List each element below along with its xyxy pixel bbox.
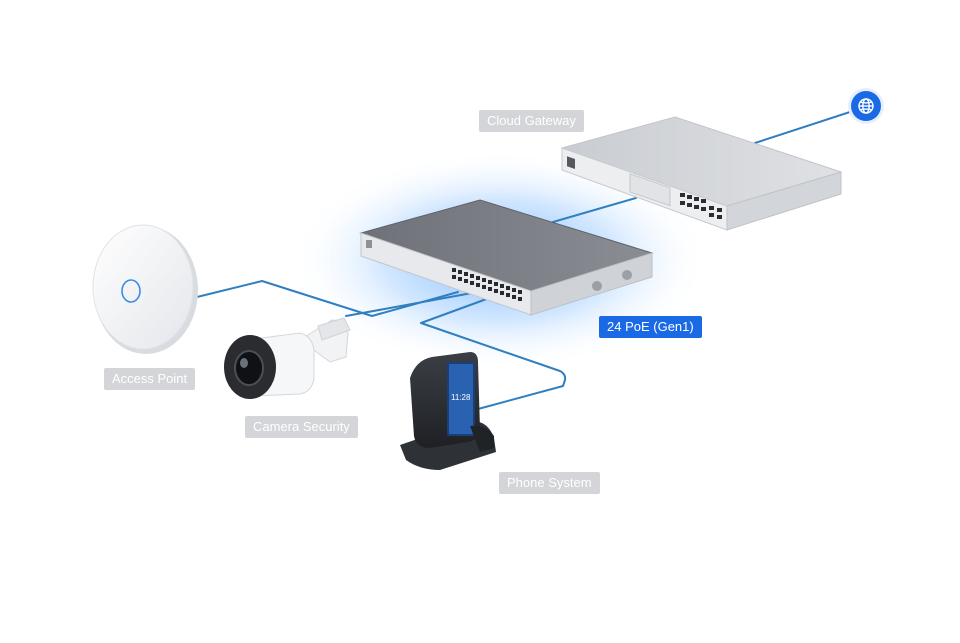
cable-camera [345, 292, 473, 317]
access-point-device [92, 224, 198, 354]
label-switch: 24 PoE (Gen1) [599, 316, 702, 338]
cable-phone [420, 296, 567, 410]
cloud-gateway-device [560, 116, 843, 231]
camera-device [224, 317, 351, 399]
internet-globe-button[interactable] [851, 91, 881, 121]
phone-device: 11:28 [400, 352, 496, 470]
label-access-point: Access Point [104, 368, 196, 390]
globe-icon [858, 98, 874, 114]
label-camera-security: Camera Security [245, 416, 358, 438]
phone-screen-time: 11:28 [451, 393, 471, 402]
cables [196, 110, 854, 410]
label-phone-system: Phone System [499, 472, 600, 494]
cable-internet [754, 110, 854, 144]
label-cloud-gateway: Cloud Gateway [479, 110, 584, 132]
switch-device [359, 199, 654, 316]
cable-gateway-switch [552, 197, 637, 223]
